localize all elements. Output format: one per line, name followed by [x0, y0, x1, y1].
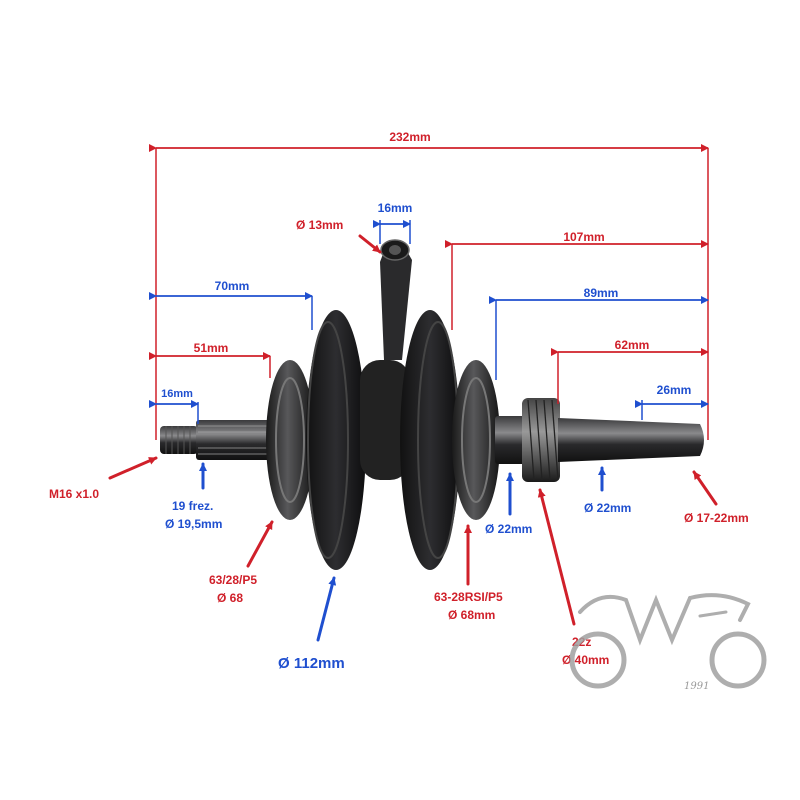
brand-logo — [569, 593, 767, 689]
splined-section — [196, 420, 270, 460]
label-spline-2: Ø 19,5mm — [165, 517, 222, 531]
flywheel-arrow — [316, 576, 337, 642]
dim-51: 51mm — [194, 341, 229, 355]
thread-arrow — [108, 456, 158, 480]
label-gear-2: Ø 40mm — [562, 653, 609, 667]
logo-front-wheel — [709, 631, 767, 689]
dim-rod-width: 16mm — [378, 201, 413, 215]
label-left-bearing-2: Ø 68 — [217, 591, 243, 605]
dim-16-left: 16mm — [161, 388, 193, 400]
dim-rod-pin: Ø 13mm — [296, 218, 343, 232]
dimension-lines — [149, 144, 709, 440]
dim-overall: 232mm — [389, 130, 430, 144]
left-flywheel — [306, 310, 366, 570]
dim-107: 107mm — [563, 230, 604, 244]
connecting-rod — [380, 246, 412, 360]
gear-arrow — [537, 488, 576, 626]
dim-62: 62mm — [615, 338, 650, 352]
right-flywheel — [400, 310, 460, 570]
tapered-shaft — [558, 418, 704, 462]
label-taper: Ø 17-22mm — [684, 511, 749, 525]
rod-pin-arrow — [358, 234, 382, 254]
callout-arrows — [108, 234, 718, 642]
logo-year: 1991 — [684, 681, 709, 692]
label-shaft22a: Ø 22mm — [485, 522, 532, 536]
taper-arrow — [692, 470, 718, 506]
label-left-bearing-1: 63/28/P5 — [209, 573, 257, 587]
dim-70: 70mm — [215, 279, 250, 293]
timing-gear — [522, 398, 560, 482]
label-thread: M16 x1.0 — [49, 487, 99, 501]
left-bearing-arrow — [246, 520, 274, 568]
logo-rear-wheel — [569, 631, 627, 689]
threaded-end — [160, 426, 198, 454]
dim-89: 89mm — [584, 286, 619, 300]
right-bearing — [452, 360, 500, 520]
label-flywheel: Ø 112mm — [278, 655, 345, 672]
crankshaft-photo — [160, 239, 704, 570]
crank-web — [360, 360, 410, 480]
left-bearing — [266, 360, 314, 520]
dim-26: 26mm — [657, 383, 692, 397]
label-right-bearing-1: 63-28RSI/P5 — [434, 590, 503, 604]
label-spline-1: 19 frez. — [172, 499, 213, 513]
right-shaft — [495, 416, 525, 464]
label-right-bearing-2: Ø 68mm — [448, 608, 495, 622]
label-shaft22b: Ø 22mm — [584, 501, 631, 515]
